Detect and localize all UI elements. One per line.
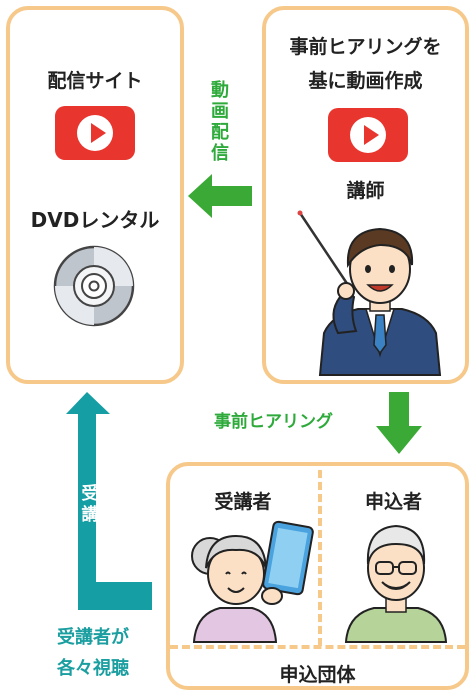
instructor-illustration [297,210,442,376]
divider-vertical [318,470,322,646]
dvd-rental-label: DVDレンタル [30,208,160,232]
dvd-disc-icon [53,245,135,327]
video-creation-title-line2: 基に動画作成 [308,70,423,92]
divider-horizontal [170,645,465,649]
video-creation-title-line1: 事前ヒアリングを [289,36,442,58]
hearing-label: 事前ヒアリング [214,412,333,432]
play-icon [55,106,135,160]
attend-label: 受講 [81,484,99,525]
play-icon [328,108,408,162]
instructor-label: 講師 [346,180,385,202]
view-label-line2: 各々視聴 [57,658,129,679]
video-creation-box [262,6,469,384]
applicant-group-label: 申込団体 [279,664,356,686]
applicant-label: 申込者 [364,491,422,513]
attend-arrow [66,392,152,610]
attendee-label: 受講者 [214,491,272,513]
elderly-man-illustration [344,524,448,643]
view-label-line1: 受講者が [57,627,129,648]
elderly-woman-with-tablet-illustration [191,520,314,643]
distribution-site-label: 配信サイト [47,70,143,92]
hearing-arrow [376,392,422,454]
distribution-label: 動画配信 [211,80,229,164]
distribution-arrow [188,174,252,218]
